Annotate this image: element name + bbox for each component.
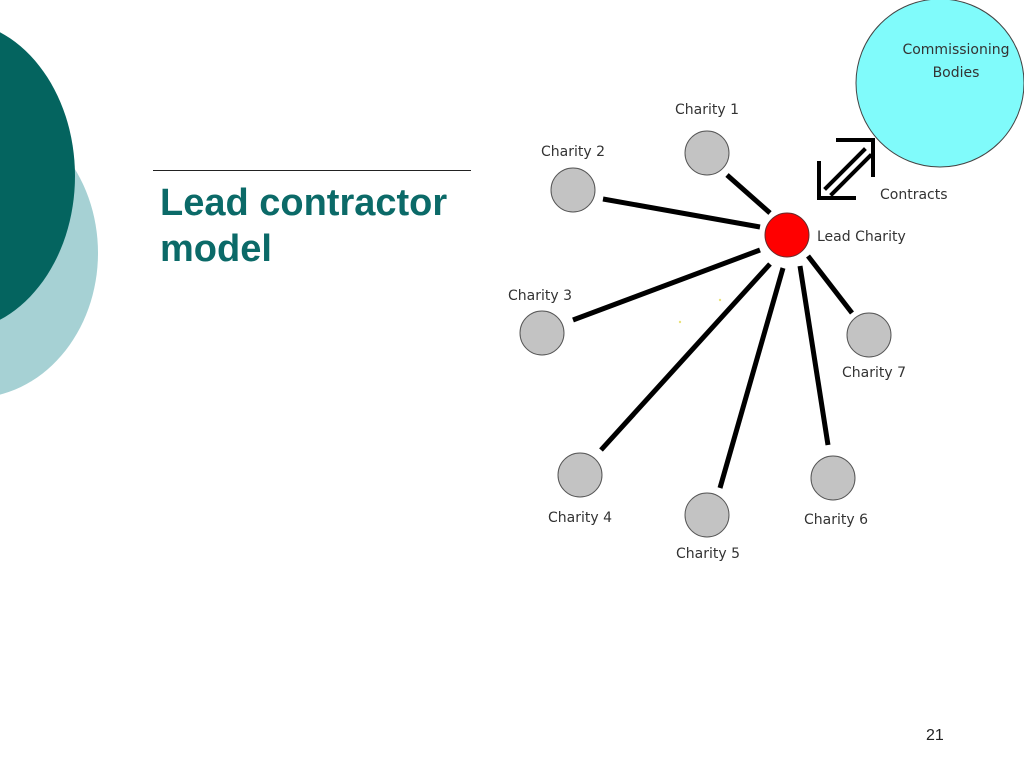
charity-2-label: Charity 2 bbox=[541, 144, 605, 160]
commissioning-bodies-label-line2: Bodies bbox=[933, 65, 980, 81]
spoke-charity-3 bbox=[572, 247, 761, 323]
spoke-charity-2 bbox=[602, 196, 761, 230]
stray-marks bbox=[678, 298, 722, 324]
lead-charity-label: Lead Charity bbox=[817, 229, 906, 245]
spoke-charity-6 bbox=[797, 265, 831, 446]
charity-5-node bbox=[684, 492, 730, 538]
charity-3-node bbox=[519, 310, 565, 356]
charity-1-node bbox=[684, 130, 730, 176]
charity-3-label: Charity 3 bbox=[508, 288, 572, 304]
spoke-charity-5 bbox=[717, 267, 786, 489]
charity-7-label: Charity 7 bbox=[842, 365, 906, 381]
spoke-charity-7 bbox=[806, 254, 854, 315]
charity-7-node bbox=[846, 312, 892, 358]
charity-5-label: Charity 5 bbox=[676, 546, 740, 562]
contracts-double-arrow-icon bbox=[817, 138, 875, 200]
title-rule bbox=[153, 170, 471, 171]
lead-charity-node bbox=[764, 212, 810, 258]
commissioning-bodies-node bbox=[855, 0, 1024, 168]
charity-nodes bbox=[519, 130, 892, 538]
charity-2-node bbox=[550, 167, 596, 213]
charity-1-label: Charity 1 bbox=[675, 102, 739, 118]
slide-title: Lead contractor model bbox=[160, 182, 448, 270]
spokes bbox=[572, 173, 854, 489]
commissioning-bodies-label-line1: Commissioning bbox=[902, 42, 1009, 58]
charity-6-label: Charity 6 bbox=[804, 512, 868, 528]
charity-6-node bbox=[810, 455, 856, 501]
spoke-charity-1 bbox=[725, 173, 772, 215]
contracts-label: Contracts bbox=[880, 187, 948, 203]
spoke-charity-4 bbox=[599, 262, 772, 452]
charity-4-node bbox=[557, 452, 603, 498]
charity-4-label: Charity 4 bbox=[548, 510, 612, 526]
slide-number: 21 bbox=[926, 727, 944, 744]
